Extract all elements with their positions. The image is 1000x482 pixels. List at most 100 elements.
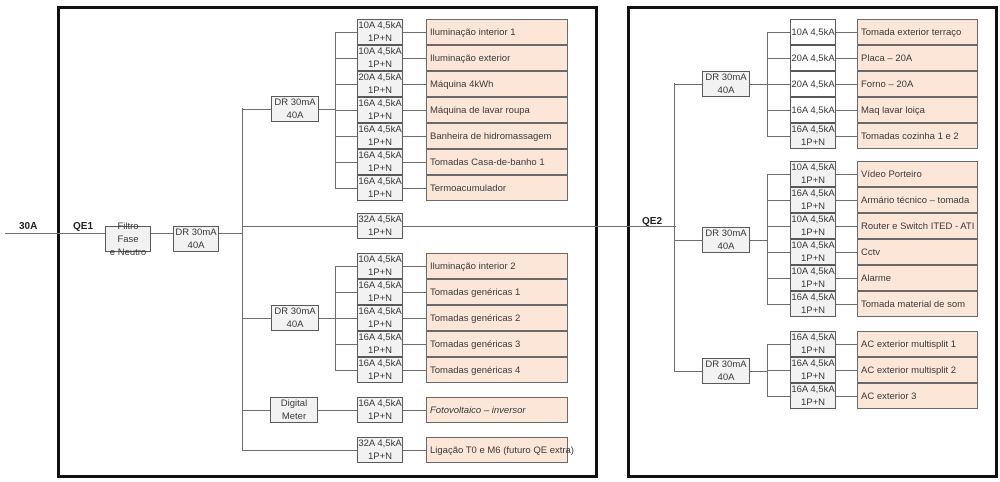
qe2-group-c-load[interactable]: AC exterior multisplit 1 (857, 331, 978, 357)
wire (767, 174, 768, 305)
box-line: Digital (280, 398, 308, 409)
box-line: 1P+N (367, 85, 393, 96)
wire (5, 233, 105, 234)
qe1-group-b-load[interactable]: Tomadas genéricas 3 (426, 331, 568, 357)
box-line: 1P+N (800, 253, 826, 264)
wire (836, 396, 857, 397)
qe1-group-a-load[interactable]: Iluminação exterior (426, 45, 568, 71)
wire (836, 200, 857, 201)
qe2-group-a-breaker[interactable]: 20A 4,5kA (790, 45, 836, 71)
qe2-group-a-load[interactable]: Maq lavar loiça (857, 97, 978, 123)
qe2-group-a-load[interactable]: Tomada exterior terraço (857, 19, 978, 45)
box-line: 16A 4,5kA (791, 124, 835, 135)
qe2-group-a-breaker[interactable]: 20A 4,5kA (790, 71, 836, 97)
qe1-group-a-load[interactable]: Termoacumulador (426, 175, 568, 201)
wire (767, 370, 790, 371)
wire (674, 371, 702, 372)
qe2-group-a-load[interactable]: Tomadas cozinha 1 e 2 (857, 123, 978, 149)
box-line: 1P+N (367, 59, 393, 70)
qe2-group-c-load[interactable]: AC exterior 3 (857, 383, 978, 409)
qe1-group-a-load[interactable]: Máquina 4kWh (426, 71, 568, 97)
box-line: 16A 4,5kA (358, 332, 402, 343)
wire (335, 84, 357, 85)
qe2-group-b-load[interactable]: Alarme (857, 265, 978, 291)
wire (767, 174, 790, 175)
box-line: 20A 4,5kA (791, 52, 835, 64)
wire (403, 188, 426, 189)
box-line: 16A 4,5kA (358, 124, 402, 135)
wire (674, 84, 702, 85)
qe2-group-b-load[interactable]: Armário técnico – tomada (857, 187, 978, 213)
wire (403, 266, 426, 267)
box-line: 10A 4,5kA (791, 214, 835, 225)
meter-load[interactable]: Fotovoltaico – inversor (426, 397, 568, 423)
box-line: 40A (187, 240, 205, 251)
box-line: 32A 4,5kA (358, 214, 402, 225)
wire (319, 318, 335, 319)
wire (335, 162, 357, 163)
qe1-group-b-load[interactable]: Tomadas genéricas 4 (426, 357, 568, 383)
qe2-group-b-load[interactable]: Router e Switch ITED - ATI (857, 213, 978, 239)
qe2-group-b-load[interactable]: Tomada material de som (857, 291, 978, 317)
box-line: 1P+N (800, 345, 826, 356)
qe1-group-b-load[interactable]: Tomadas genéricas 2 (426, 305, 568, 331)
extra-load[interactable]: Ligação T0 e M6 (futuro QE extra) (426, 437, 574, 463)
qe1-group-a-breaker[interactable]: 10A 4,5kA 1P+N (357, 45, 403, 71)
qe2-group-b-load[interactable]: Cctv (857, 239, 978, 265)
wire (219, 233, 242, 234)
qe2-group-a-breaker[interactable]: 10A 4,5kA (790, 19, 836, 45)
qe1-group-b-load[interactable]: Iluminação interior 2 (426, 253, 568, 279)
wire (836, 304, 857, 305)
wire (836, 84, 857, 85)
qe2-group-c-load[interactable]: AC exterior multisplit 2 (857, 357, 978, 383)
box-line: 10A 4,5kA (358, 46, 402, 57)
qe2-group-b-breaker[interactable]: 10A 4,5kA 1P+N (790, 239, 836, 265)
qe1-group-b-load[interactable]: Tomadas genéricas 1 (426, 279, 568, 305)
qe2-group-a-load[interactable]: Placa – 20A (857, 45, 978, 71)
box-line: 40A (286, 319, 304, 330)
box-line: 10A 4,5kA (358, 254, 402, 265)
qe2-group-a-breaker[interactable]: 16A 4,5kA (790, 97, 836, 123)
qe1-group-a-load[interactable]: Máquina de lavar roupa (426, 97, 568, 123)
box-line: 10A 4,5kA (791, 240, 835, 251)
qe1-group-a-load[interactable]: Banheira de hidromassagem (426, 123, 568, 149)
qe2-group-a-load[interactable]: Forno – 20A (857, 71, 978, 97)
qe1-group-a-load[interactable]: Iluminação interior 1 (426, 19, 568, 45)
box-line: 16A 4,5kA (791, 188, 835, 199)
qe2-group-b-load[interactable]: Vídeo Porteiro (857, 161, 978, 187)
wire (674, 83, 675, 371)
qe1-group-a-load[interactable]: Tomadas Casa-de-banho 1 (426, 149, 568, 175)
box-line: e Neutro (109, 246, 147, 258)
